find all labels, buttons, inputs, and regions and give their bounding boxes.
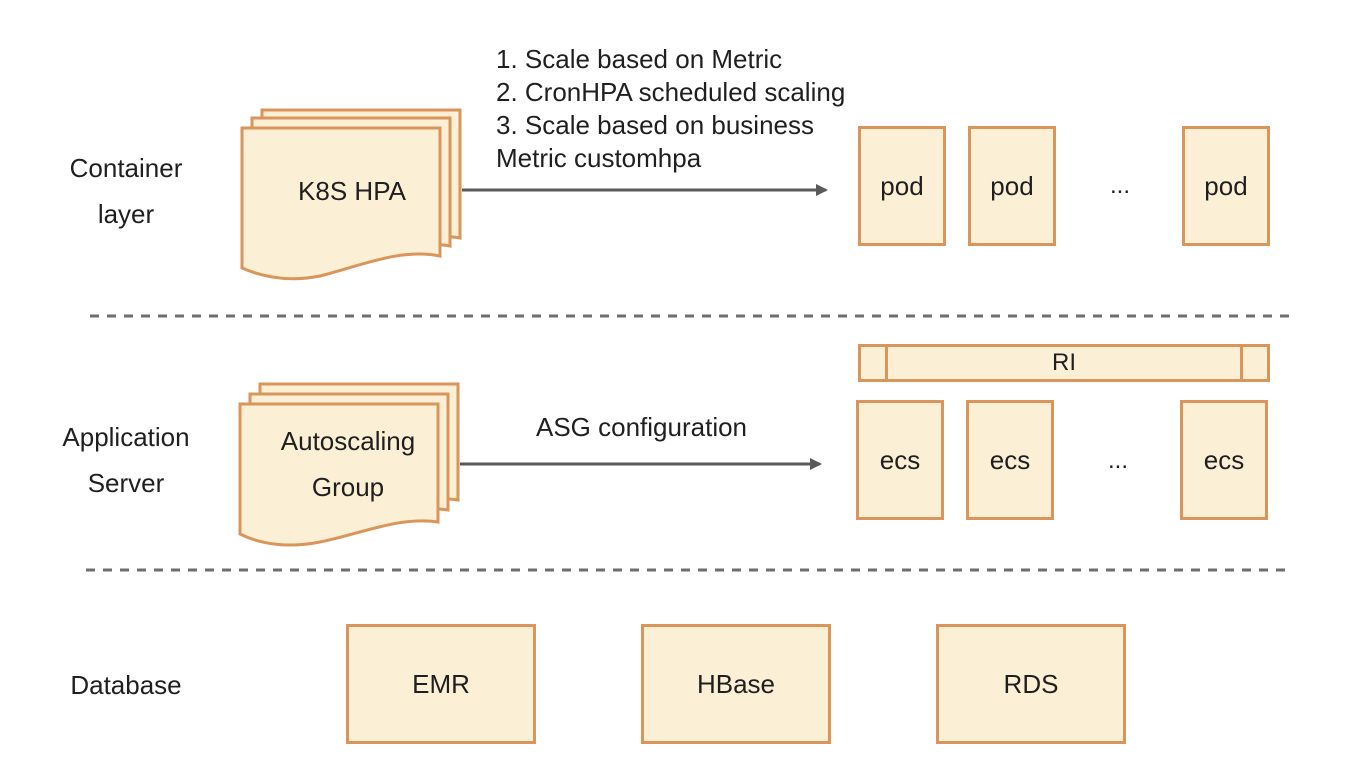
autoscaling-group-label: Autoscaling Group bbox=[248, 418, 448, 510]
scaling-method-1: 1. Scale based on Metric bbox=[496, 44, 783, 74]
asg-configuration-label: ASG configuration bbox=[536, 411, 747, 444]
database-layer-label-text: Database bbox=[70, 670, 182, 700]
scaling-method-3: 3. Scale based on business bbox=[496, 110, 814, 140]
autoscaling-group-label-line-2: Group bbox=[311, 472, 385, 502]
scaling-method-3-continued: Metric customhpa bbox=[496, 143, 702, 173]
hbase-box: HBase bbox=[641, 624, 831, 744]
container-layer-label-line-2: layer bbox=[97, 199, 155, 229]
ecs-box-1: ecs bbox=[856, 400, 944, 520]
pod-ellipsis: ... bbox=[1090, 172, 1150, 200]
asg-configuration-label-text: ASG configuration bbox=[536, 412, 748, 442]
ecs-ellipsis: ... bbox=[1088, 447, 1148, 475]
k8s-hpa-label: K8S HPA bbox=[252, 168, 452, 214]
pod-box-3-label: pod bbox=[1204, 170, 1248, 201]
scaling-methods-list: 1. Scale based on Metric 2. CronHPA sche… bbox=[496, 43, 845, 175]
rds-box: RDS bbox=[936, 624, 1126, 744]
k8s-hpa-document-stack bbox=[240, 108, 462, 281]
pod-box-1-label: pod bbox=[880, 170, 924, 201]
pod-box-2: pod bbox=[968, 126, 1056, 246]
application-server-label-line-1: Application bbox=[62, 422, 190, 452]
pod-box-1: pod bbox=[858, 126, 946, 246]
ri-bar-right-cap bbox=[1240, 347, 1267, 379]
ri-bar-label: RI bbox=[1052, 349, 1076, 376]
ecs-box-3-label: ecs bbox=[1203, 444, 1245, 475]
ri-bar-left-cap bbox=[861, 347, 888, 379]
container-layer-label-line-1: Container bbox=[69, 153, 183, 183]
ecs-box-1-label: ecs bbox=[879, 444, 921, 475]
container-layer-label: Container layer bbox=[40, 145, 212, 237]
rds-box-label: RDS bbox=[1003, 668, 1059, 699]
k8s-hpa-label-text: K8S HPA bbox=[298, 176, 406, 206]
ri-bar: RI bbox=[858, 344, 1270, 382]
application-server-label: Application Server bbox=[36, 414, 216, 506]
ecs-box-2-label: ecs bbox=[989, 444, 1031, 475]
application-server-label-line-2: Server bbox=[87, 468, 165, 498]
ecs-box-3: ecs bbox=[1180, 400, 1268, 520]
emr-box: EMR bbox=[346, 624, 536, 744]
database-layer-label: Database bbox=[36, 662, 216, 708]
hbase-box-label: HBase bbox=[696, 668, 776, 699]
scaling-method-2: 2. CronHPA scheduled scaling bbox=[496, 77, 846, 107]
emr-box-label: EMR bbox=[412, 668, 470, 699]
autoscaling-group-document-stack bbox=[238, 382, 460, 547]
autoscaling-group-label-line-1: Autoscaling bbox=[280, 426, 416, 456]
ecs-ellipsis-text: ... bbox=[1107, 447, 1128, 474]
pod-ellipsis-text: ... bbox=[1109, 172, 1130, 199]
ecs-box-2: ecs bbox=[966, 400, 1054, 520]
pod-box-2-label: pod bbox=[990, 170, 1034, 201]
pod-box-3: pod bbox=[1182, 126, 1270, 246]
